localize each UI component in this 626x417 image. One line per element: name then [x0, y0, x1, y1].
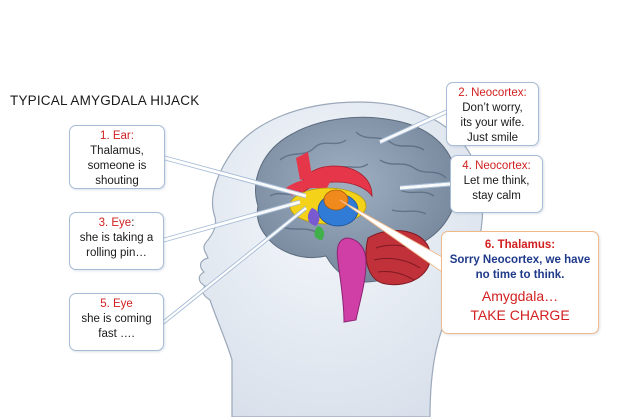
callout-thalamus-head: 6. Thalamus:	[484, 239, 556, 251]
callout-eye-3-colon: :	[131, 217, 135, 229]
callout-eye-3-line-2: rolling pin…	[86, 247, 147, 259]
callout-eye-3-head: 3. Eye	[98, 217, 132, 229]
frontal-red-mark	[296, 152, 312, 180]
callout-thalamus-take-charge: TAKE CHARGE	[470, 307, 570, 323]
callout-eye-5-line-2: fast ….	[98, 328, 135, 340]
callout-ear-head: 1. Ear:	[100, 130, 134, 142]
callout-neocortex-2-head: 2. Neocortex:	[458, 87, 527, 99]
callout-eye-5-line-1: she is coming	[81, 313, 152, 325]
callout-neocortex-2-line-1: Don’t worry,	[462, 102, 523, 114]
callout-thalamus-line-2: no time to think.	[475, 269, 565, 281]
callout-neocortex-2-line-3: Just smile	[466, 132, 519, 144]
callout-thalamus-line-1: Sorry Neocortex, we have	[449, 254, 591, 266]
pointer-outlines	[163, 109, 451, 325]
callout-eye-3-heading: 3. Eye:	[74, 216, 159, 231]
green-structure	[314, 226, 325, 240]
callout-neocortex-2-line-2: its your wife.	[460, 117, 525, 129]
callout-neocortex-4-head: 4. Neocortex:	[462, 160, 531, 172]
callout-neocortex-4: 4. Neocortex: Let me think, stay calm	[450, 155, 543, 213]
callout-thalamus-amygdala: Amygdala…	[481, 288, 559, 304]
callout-eye-3-line-1: she is taking a	[79, 232, 154, 244]
pointer-lines	[162, 110, 451, 324]
callout-ear-line-3: shouting	[95, 175, 139, 187]
callout-thalamus: 6. Thalamus: Sorry Neocortex, we have no…	[441, 231, 599, 334]
callout-neocortex-4-line-2: stay calm	[472, 190, 521, 202]
callout-eye-5-head: 5. Eye	[100, 298, 133, 310]
amygdala-structure	[307, 208, 320, 226]
callout-ear: 1. Ear: Thalamus, someone is shouting	[69, 125, 165, 189]
diagram-title: TYPICAL AMYGDALA HIJACK	[10, 93, 200, 108]
brainstem	[336, 237, 367, 323]
callout-ear-line-2: someone is	[87, 160, 147, 172]
callout-eye-3: 3. Eye: she is taking a rolling pin…	[69, 212, 164, 270]
callout-eye-5: 5. Eye she is coming fast ….	[69, 293, 164, 351]
thalamus-structure	[323, 189, 349, 211]
callout-neocortex-4-line-1: Let me think,	[463, 175, 530, 187]
callout-ear-line-1: Thalamus,	[90, 145, 144, 157]
callout-neocortex-2: 2. Neocortex: Don’t worry, its your wife…	[446, 82, 539, 146]
